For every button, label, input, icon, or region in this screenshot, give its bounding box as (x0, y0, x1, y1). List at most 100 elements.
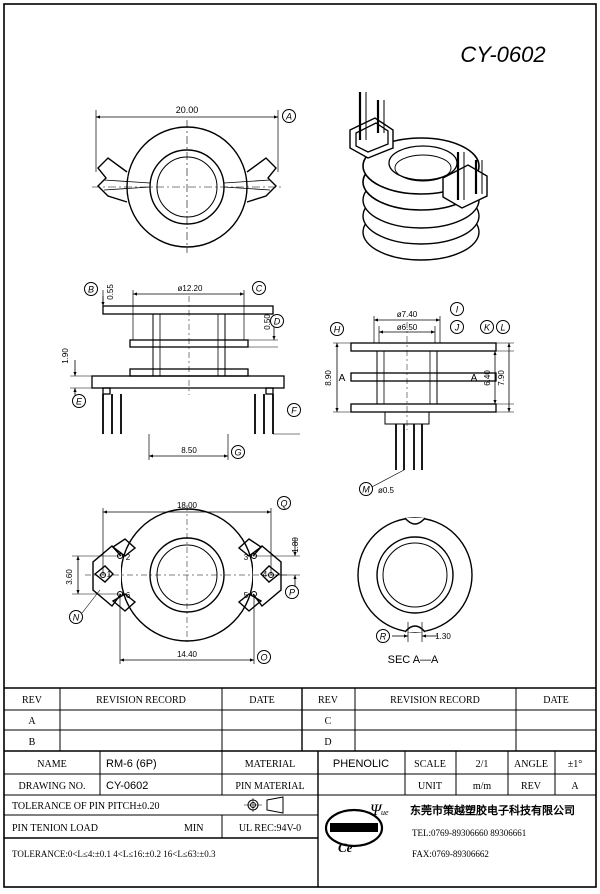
name-value: RM-6 (6P) (106, 758, 157, 770)
callout-f: F (287, 403, 301, 417)
revision-table (4, 687, 596, 752)
isometric-view (349, 92, 488, 261)
pin-label-6: 6 (126, 591, 131, 600)
drawing-number-title: CY-0602 (460, 42, 545, 67)
company-fax: FAX:0769-89306662 (412, 849, 489, 859)
dim-d1440: 14.40 (177, 650, 198, 659)
material-value: PHENOLIC (333, 758, 389, 770)
tol-pitch: TOLERANCE OF PIN PITCH±0.20 (12, 801, 160, 812)
scale-label: SCALE (414, 759, 446, 770)
dim-d1220: ø12.20 (178, 284, 203, 293)
dim-d740: ø7.40 (397, 310, 418, 319)
svg-text:REV: REV (318, 695, 339, 706)
company-logo-icon: CEJUE Ce Ψ ue (324, 802, 389, 855)
unit-label: UNIT (418, 781, 442, 792)
svg-text:CEJUE: CEJUE (343, 825, 365, 832)
section-marker-left: A (339, 373, 346, 384)
title-block-text: NAME RM-6 (6P) MATERIAL PHENOLIC SCALE 2… (12, 758, 582, 859)
svg-text:M: M (362, 485, 370, 495)
callout-r: R (376, 629, 390, 643)
section-marker-right: A (471, 373, 478, 384)
svg-text:Ψ: Ψ (370, 802, 383, 819)
svg-text:REV: REV (22, 695, 43, 706)
bottom-view (72, 505, 300, 664)
svg-text:O: O (260, 653, 267, 663)
projection-symbol-icon (244, 796, 284, 814)
callout-c: C (252, 281, 266, 295)
callout-e: E (72, 394, 86, 408)
dim-d650: ø6.50 (397, 323, 418, 332)
callout-h: H (330, 322, 344, 336)
svg-text:D: D (324, 737, 331, 748)
dim-d050: 0.50 (263, 314, 272, 330)
top-view-right-tab (246, 157, 277, 203)
svg-text:L: L (500, 323, 505, 333)
dim-d890: 8.90 (324, 370, 333, 386)
svg-text:P: P (289, 588, 295, 598)
title-block (4, 751, 596, 887)
ul-rec: UL REC:94V-0 (239, 823, 301, 834)
tolerance-note: TOLERANCE:0<L≤4:±0.1 4<L≤16:±0.2 16<L≤63… (12, 849, 216, 859)
angle-value: ±1° (568, 759, 583, 770)
svg-text:H: H (334, 325, 341, 335)
svg-text:REVISION RECORD: REVISION RECORD (96, 695, 186, 706)
callout-m: M (359, 482, 373, 496)
pin-label-5: 5 (244, 591, 249, 600)
svg-text:G: G (234, 448, 241, 458)
sheet-border (3, 3, 597, 888)
dim-d640: 6.40 (483, 370, 492, 386)
svg-text:K: K (484, 323, 491, 333)
dim-d055: 0.55 (106, 284, 115, 300)
callout-l: L (496, 320, 510, 334)
dim-d130: 1.30 (435, 632, 451, 641)
callout-d: D (270, 314, 284, 328)
dim-d790: 7.90 (497, 370, 506, 386)
callout-i: I (450, 302, 464, 316)
svg-text:R: R (380, 632, 387, 642)
pin-label-2: 2 (126, 553, 131, 562)
pin-label-3: 3 (244, 553, 249, 562)
pin-load-unit: MIN (184, 823, 203, 834)
svg-text:Ce: Ce (338, 840, 353, 855)
angle-label: ANGLE (514, 759, 548, 770)
drawing-no-label: DRAWING NO. (19, 781, 86, 792)
unit-value: m/m (473, 781, 492, 792)
front-base-flange (91, 375, 285, 389)
svg-text:N: N (73, 613, 80, 623)
dim-d360: 3.60 (65, 569, 74, 585)
callout-p: P (285, 585, 299, 599)
svg-text:A: A (285, 112, 292, 122)
svg-text:D: D (274, 317, 281, 327)
callout-k: K (480, 320, 494, 334)
dim-d180: 1.80 (291, 537, 300, 553)
section-view (333, 316, 514, 490)
pin-label-1: 1 (107, 570, 112, 579)
svg-text:ue: ue (381, 808, 389, 817)
company-name: 东莞市策越塑胶电子科技有限公司 (410, 803, 575, 817)
svg-text:B: B (88, 285, 94, 295)
callout-n: N (69, 610, 83, 624)
svg-text:I: I (456, 305, 459, 315)
dim-pin: ø0.5 (378, 486, 395, 495)
callout-q: Q (277, 496, 291, 510)
top-view-left-tab (97, 157, 128, 203)
dim-top-width: 20.00 (176, 105, 199, 115)
callout-o: O (257, 650, 271, 664)
company-tel: TEL:0769-89306660 89306661 (412, 828, 526, 838)
dim-d850: 8.50 (181, 446, 197, 455)
top-view (92, 110, 282, 253)
svg-text:B: B (29, 737, 36, 748)
drawing-no-value: CY-0602 (106, 780, 148, 792)
section-aa-label: SEC A—A (388, 654, 439, 666)
callout-j: J (450, 320, 464, 334)
dim-d190: 1.90 (61, 348, 70, 364)
pin-material-label: PIN MATERIAL (235, 781, 304, 792)
material-label: MATERIAL (245, 759, 296, 770)
svg-text:C: C (325, 716, 332, 727)
svg-text:C: C (256, 284, 263, 294)
revision-headers: REV REVISION RECORD DATE REV REVISION RE… (22, 695, 569, 706)
svg-text:A: A (28, 716, 36, 727)
svg-text:E: E (76, 397, 83, 407)
pin-load-label: PIN TENION LOAD (12, 823, 98, 834)
